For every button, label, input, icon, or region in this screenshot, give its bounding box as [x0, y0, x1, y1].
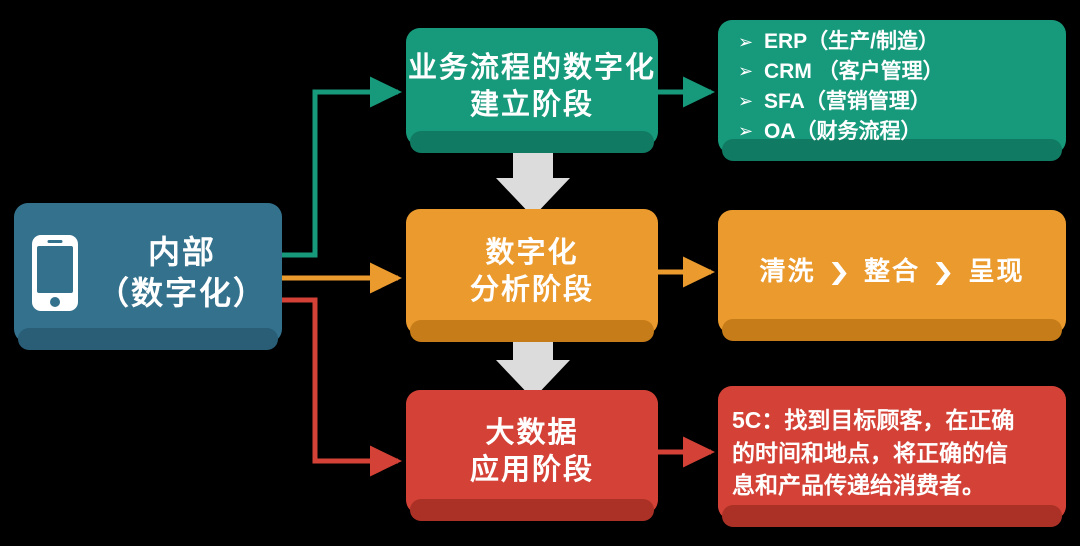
- detail-box-data-pipeline[interactable]: 清洗 ❯ 整合 ❯ 呈现: [718, 210, 1066, 341]
- box-shadow: [410, 320, 654, 342]
- connector-source-to-green: [282, 76, 403, 258]
- systems-list: ➢ ERP（生产/制造） ➢ CRM （客户管理） ➢ SFA（营销管理） ➢ …: [738, 27, 944, 146]
- list-item-label: SFA（营销管理）: [764, 90, 931, 113]
- source-label-line2: （数字化）: [96, 275, 267, 311]
- box-shadow: [410, 499, 654, 521]
- down-arrow-orange-to-red: [496, 325, 570, 399]
- list-item-label: OA（财务流程）: [764, 119, 922, 143]
- list-item[interactable]: ➢ CRM （客户管理）: [738, 57, 944, 87]
- stage-box-digitalization-setup[interactable]: 业务流程的数字化 建立阶段: [406, 28, 658, 153]
- list-item[interactable]: ➢ SFA（营销管理）: [738, 87, 944, 117]
- detail-box-systems-list[interactable]: ➢ ERP（生产/制造） ➢ CRM （客户管理） ➢ SFA（营销管理） ➢ …: [718, 20, 1066, 161]
- arrow-bullet-icon: ➢: [738, 31, 754, 52]
- stage-label: 业务流程的数字化 建立阶段: [408, 50, 656, 124]
- connector-source-to-red: [282, 297, 403, 477]
- box-shadow: [722, 319, 1062, 341]
- list-item-label: ERP（生产/制造）: [764, 30, 940, 54]
- source-box[interactable]: 内部 （数字化）: [14, 203, 282, 350]
- chevron-right-icon: ❯: [931, 258, 957, 285]
- stage-box-digital-analysis[interactable]: 数字化 分析阶段: [406, 209, 658, 342]
- stage-label: 大数据 应用阶段: [470, 415, 594, 489]
- source-label-line1: 内部: [147, 234, 216, 271]
- box-shadow: [722, 139, 1062, 161]
- box-shadow: [722, 505, 1062, 527]
- list-item-label: CRM （客户管理）: [764, 60, 944, 84]
- 5c-text: 5C：找到目标顾客，在正确 的时间和地点，将正确的信 息和产品传递给消费者。: [732, 404, 1014, 502]
- pipeline-step-integrate: 整合: [863, 256, 920, 287]
- stage-label-line1: 数字化: [485, 236, 579, 269]
- stage-label-line1: 大数据: [485, 416, 579, 449]
- 5c-text-line3: 息和产品传递给消费者。: [732, 472, 985, 499]
- chevron-right-icon: ❯: [826, 258, 853, 285]
- arrow-bullet-icon: ➢: [738, 120, 754, 141]
- down-arrow-green-to-orange: [496, 138, 570, 217]
- list-item[interactable]: ➢ ERP（生产/制造）: [738, 27, 944, 57]
- list-item[interactable]: ➢ OA（财务流程）: [738, 117, 944, 147]
- stage-label-line2: 分析阶段: [469, 274, 594, 306]
- pipeline-step-present: 呈现: [968, 256, 1025, 287]
- stage-box-bigdata-application[interactable]: 大数据 应用阶段: [406, 390, 658, 521]
- source-label: 内部 （数字化）: [88, 232, 282, 314]
- 5c-text-line1: 5C：找到目标顾客，在正确: [732, 407, 1015, 434]
- pipeline-step-cleanse: 清洗: [759, 256, 816, 287]
- arrow-bullet-icon: ➢: [738, 91, 754, 112]
- stage-label-line1: 业务流程的数字化: [407, 51, 656, 84]
- stage-label: 数字化 分析阶段: [470, 235, 594, 309]
- pipeline-steps: 清洗 ❯ 整合 ❯ 呈现: [760, 255, 1025, 288]
- 5c-text-line2: 的时间和地点，将正确的信: [732, 439, 1008, 466]
- stage-label-line2: 建立阶段: [469, 89, 594, 121]
- arrow-bullet-icon: ➢: [738, 61, 754, 82]
- box-shadow: [410, 131, 654, 153]
- smartphone-icon: [32, 235, 78, 311]
- detail-box-5c-description[interactable]: 5C：找到目标顾客，在正确 的时间和地点，将正确的信 息和产品传递给消费者。: [718, 386, 1066, 527]
- box-shadow: [18, 328, 278, 350]
- stage-label-line2: 应用阶段: [469, 454, 594, 486]
